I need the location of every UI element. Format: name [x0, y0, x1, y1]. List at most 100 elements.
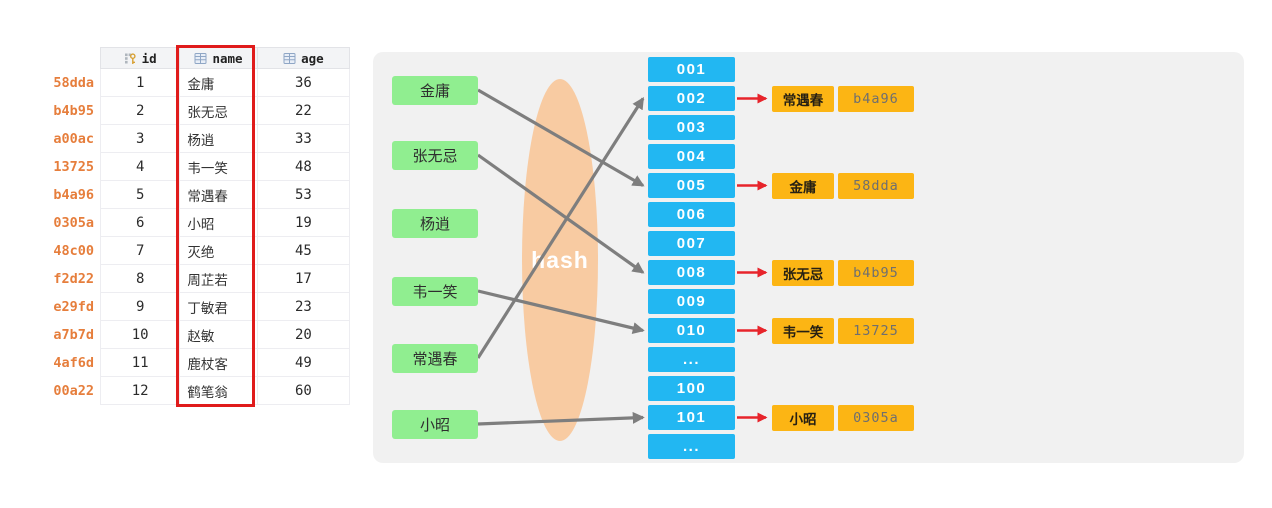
row-hash-value: 58dda: [53, 75, 94, 91]
bucket-cell: 004: [648, 144, 735, 169]
bucket-cell: 005: [648, 173, 735, 198]
primary-key-icon: [124, 52, 137, 65]
cell-age: 22: [294, 102, 312, 119]
column-label: age: [301, 50, 324, 66]
cell-age: 20: [294, 326, 312, 343]
bucket-cell: 002: [648, 86, 735, 111]
hash-function-label: hash: [531, 247, 589, 273]
cell-id: 10: [101, 321, 181, 348]
cell-id: 7: [101, 237, 181, 264]
hash-input-box: 杨逍: [392, 208, 478, 238]
result-hash-box: 0305a: [838, 404, 914, 431]
column-label: name: [212, 50, 243, 66]
row-hash-value: b4b95: [53, 103, 94, 119]
cell-id: 1: [101, 69, 181, 96]
bucket-cell: ...: [648, 347, 735, 372]
row-hash-value: 48c00: [53, 243, 94, 259]
hash-input-box: 常遇春: [392, 343, 478, 373]
row-hash-column: 58dda b4b95 a00ac 13725 b4a96 0305a 48c00 f2d22…: [36, 69, 94, 405]
hash-input-box: 金庸: [392, 75, 478, 105]
cell-name: 杨逍: [180, 125, 258, 152]
cell-age: 60: [294, 382, 312, 399]
cell-name: 鹤笔翁: [180, 377, 258, 404]
result-hash-box: 13725: [838, 317, 914, 344]
cell-name: 张无忌: [180, 97, 258, 124]
row-hash-value: 4af6d: [53, 355, 94, 371]
cell-id: 2: [101, 97, 181, 124]
result-hash-box: b4a96: [838, 85, 914, 112]
bucket-cell: ...: [648, 434, 735, 459]
result-name-box: 常遇春: [772, 85, 834, 112]
row-hash-value: a00ac: [53, 131, 94, 147]
cell-name: 韦一笑: [180, 153, 258, 180]
row-hash-value: b4a96: [53, 187, 94, 203]
bucket-cell: 001: [648, 57, 735, 82]
diagram-panel: [373, 52, 1244, 463]
cell-name: 小昭: [180, 209, 258, 236]
cell-name: 赵敏: [180, 321, 258, 348]
row-hash-value: 13725: [53, 159, 94, 175]
cell-id: 11: [101, 349, 181, 376]
bucket-cell: 010: [648, 318, 735, 343]
cell-age: 49: [294, 354, 312, 371]
hash-input-box: 张无忌: [392, 140, 478, 170]
result-hash-box: b4b95: [838, 259, 914, 286]
row-hash-value: f2d22: [53, 271, 94, 287]
row-hash-value: 00a22: [53, 383, 94, 399]
cell-name: 鹿杖客: [180, 349, 258, 376]
cell-age: 17: [294, 270, 312, 287]
result-name-box: 金庸: [772, 172, 834, 199]
table-header-row: id name age: [100, 47, 350, 69]
cell-id: 8: [101, 265, 181, 292]
column-icon: [194, 52, 207, 65]
cell-id: 12: [101, 377, 181, 404]
bucket-cell: 100: [648, 376, 735, 401]
cell-age: 23: [294, 298, 312, 315]
cell-age: 36: [294, 74, 312, 91]
cell-age: 33: [294, 130, 312, 147]
cell-id: 5: [101, 181, 181, 208]
cell-age: 45: [294, 242, 312, 259]
column-header-id: id: [101, 48, 181, 68]
bucket-cell: 006: [648, 202, 735, 227]
bucket-cell: 007: [648, 231, 735, 256]
cell-age: 48: [294, 158, 312, 175]
row-hash-value: a7b7d: [53, 327, 94, 343]
cell-age: 53: [294, 186, 312, 203]
hash-input-box: 韦一笑: [392, 276, 478, 306]
cell-age: 19: [294, 214, 312, 231]
cell-name: 周芷若: [180, 265, 258, 292]
result-hash-box: 58dda: [838, 172, 914, 199]
cell-id: 3: [101, 125, 181, 152]
column-icon: [283, 52, 296, 65]
cell-name: 丁敏君: [180, 293, 258, 320]
row-hash-value: 0305a: [53, 215, 94, 231]
column-header-age: age: [258, 48, 349, 68]
bucket-cell: 008: [648, 260, 735, 285]
cell-name: 金庸: [180, 69, 258, 96]
bucket-cell: 003: [648, 115, 735, 140]
column-label: id: [141, 50, 157, 66]
result-name-box: 韦一笑: [772, 317, 834, 344]
cell-name: 灭绝: [180, 237, 258, 264]
cell-name: 常遇春: [180, 181, 258, 208]
result-name-box: 张无忌: [772, 259, 834, 286]
row-hash-value: e29fd: [53, 299, 94, 315]
result-name-box: 小昭: [772, 404, 834, 431]
cell-id: 4: [101, 153, 181, 180]
bucket-cell: 009: [648, 289, 735, 314]
